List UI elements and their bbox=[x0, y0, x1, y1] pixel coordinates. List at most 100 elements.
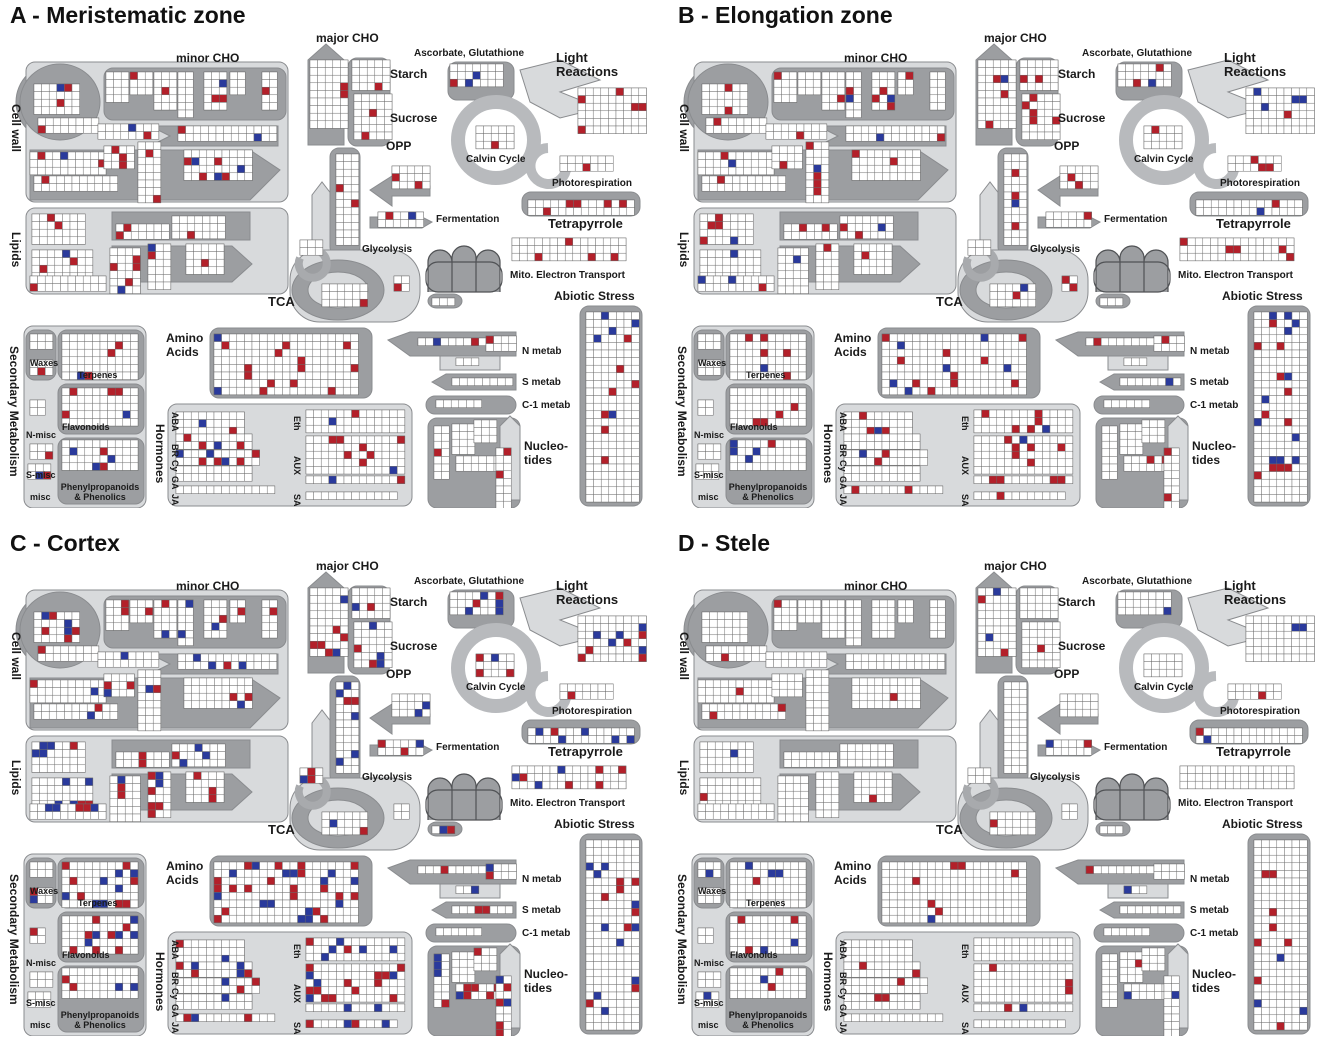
bin-cell bbox=[730, 342, 738, 350]
bin-cell bbox=[199, 420, 207, 428]
bin-cell bbox=[1271, 253, 1279, 261]
bin-cell bbox=[1286, 253, 1294, 261]
bin-cell bbox=[275, 364, 283, 372]
bin-cell bbox=[87, 704, 95, 712]
bin-cell bbox=[601, 631, 609, 639]
label-minor-cho: minor CHO bbox=[844, 51, 907, 65]
bin-cell bbox=[77, 463, 85, 471]
bin-cell bbox=[333, 121, 341, 129]
bin-cell bbox=[336, 238, 344, 246]
bin-cell bbox=[1284, 380, 1292, 388]
bin-cell bbox=[156, 259, 164, 267]
bin-cell bbox=[1020, 68, 1028, 76]
bin-cell bbox=[382, 596, 390, 604]
bin-cell bbox=[744, 276, 752, 284]
bin-cell bbox=[102, 704, 110, 712]
bin-cell bbox=[974, 466, 982, 474]
bin-cell bbox=[852, 158, 860, 166]
bin-cell bbox=[798, 455, 806, 463]
bin-cell bbox=[222, 877, 230, 885]
bin-cell bbox=[1284, 373, 1292, 381]
bin-cell bbox=[436, 400, 444, 408]
bin-cell bbox=[1102, 456, 1110, 464]
bin-cell bbox=[589, 208, 597, 216]
bin-cell bbox=[206, 427, 214, 435]
bin-cell bbox=[1292, 96, 1300, 104]
bin-cell bbox=[62, 939, 70, 947]
bin-cell bbox=[565, 774, 573, 782]
bin-cell bbox=[275, 342, 283, 350]
bin-cell bbox=[966, 372, 974, 380]
bin-cell bbox=[382, 451, 390, 459]
bin-cell bbox=[275, 387, 283, 395]
bin-cell bbox=[214, 349, 222, 357]
bin-cell bbox=[730, 448, 738, 456]
bin-cell bbox=[333, 60, 341, 68]
bin-cell bbox=[222, 870, 230, 878]
bin-cell bbox=[814, 150, 822, 158]
bin-cell bbox=[42, 184, 50, 192]
bin-cell bbox=[890, 434, 898, 442]
bin-cell bbox=[801, 271, 809, 279]
bin-cell bbox=[814, 232, 822, 240]
bin-cell bbox=[184, 955, 192, 963]
bin-cell bbox=[586, 96, 594, 104]
bin-cell bbox=[631, 616, 639, 624]
bin-cell bbox=[87, 184, 95, 192]
bin-cell bbox=[60, 688, 68, 696]
bin-cell bbox=[846, 87, 854, 95]
bin-cell bbox=[1246, 103, 1254, 111]
bin-cell bbox=[367, 451, 375, 459]
bin-cell bbox=[148, 274, 156, 282]
bin-cell bbox=[740, 176, 748, 184]
bin-cell bbox=[550, 246, 558, 254]
bin-cell bbox=[98, 276, 106, 284]
bin-cell bbox=[854, 72, 862, 80]
bin-cell bbox=[982, 451, 990, 459]
bin-cell bbox=[345, 292, 353, 300]
bin-cell bbox=[336, 177, 344, 185]
bin-cell bbox=[415, 174, 423, 182]
bin-cell bbox=[42, 176, 50, 184]
bin-cell bbox=[1084, 212, 1092, 220]
bin-cell bbox=[1180, 246, 1188, 254]
bin-cell bbox=[222, 1002, 230, 1010]
bin-cell bbox=[136, 132, 144, 140]
bin-cell bbox=[1120, 432, 1128, 440]
bin-cell bbox=[290, 877, 298, 885]
label-aux: AUX bbox=[960, 456, 970, 475]
bin-cell bbox=[1277, 380, 1285, 388]
bin-cell bbox=[138, 150, 146, 158]
bin-cell bbox=[983, 240, 991, 248]
bin-cell bbox=[730, 237, 738, 245]
bin-cell bbox=[631, 631, 639, 639]
bin-cell bbox=[1262, 472, 1270, 480]
bin-cell bbox=[993, 68, 1001, 76]
bin-cell bbox=[229, 364, 237, 372]
bin-cell bbox=[783, 357, 791, 365]
bin-cell bbox=[816, 282, 824, 290]
bin-cell bbox=[38, 452, 46, 460]
bin-cell bbox=[133, 806, 141, 814]
bin-cell bbox=[859, 434, 867, 442]
bin-cell bbox=[267, 342, 275, 350]
bin-cell bbox=[578, 103, 586, 111]
bin-cell bbox=[700, 229, 708, 237]
bin-cell bbox=[759, 167, 767, 175]
mapman-diagram: minor CHOmajor CHOStarchSucroseAscorbate… bbox=[668, 0, 1320, 508]
bin-cell bbox=[130, 900, 138, 908]
bin-cell bbox=[890, 458, 898, 466]
bin-cell bbox=[260, 380, 268, 388]
bin-cell bbox=[974, 410, 982, 418]
bin-cell bbox=[558, 200, 566, 208]
bin-cell bbox=[768, 455, 776, 463]
bin-cell bbox=[993, 83, 1001, 91]
bin-cell bbox=[229, 1014, 237, 1022]
bin-cell bbox=[768, 342, 776, 350]
bin-cell bbox=[194, 252, 202, 260]
bin-cell bbox=[239, 126, 247, 134]
bin-cell bbox=[890, 466, 898, 474]
bin-cell bbox=[60, 804, 68, 812]
bin-cell bbox=[229, 334, 237, 342]
bin-cell bbox=[504, 448, 512, 456]
